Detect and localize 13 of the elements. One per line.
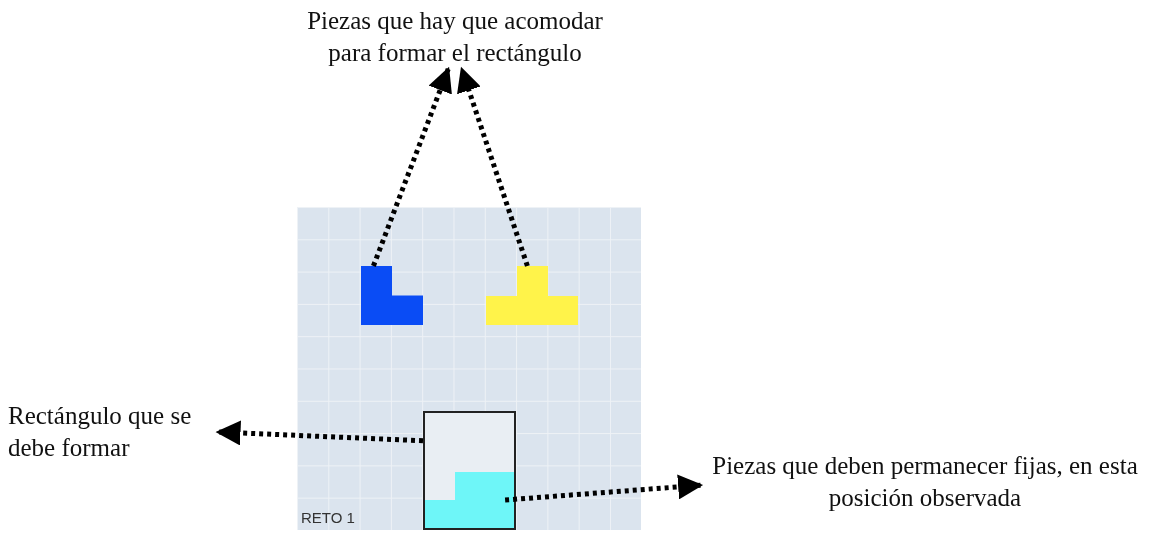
- fixed-piece: [425, 472, 514, 528]
- board-label: RETO 1: [301, 509, 355, 526]
- dotted-arrow: [457, 66, 530, 267]
- target-rectangle: [423, 411, 516, 530]
- dotted-arrow: [371, 66, 452, 267]
- puzzle-piece: [486, 266, 578, 325]
- puzzle-board: [297, 207, 641, 530]
- puzzle-piece: [361, 266, 423, 325]
- dotted-arrow: [504, 474, 704, 503]
- dotted-arrow: [215, 420, 424, 446]
- callout-text: Piezas que deben permanecer fijas, en esta posición observada: [705, 450, 1145, 514]
- callout-text: Piezas que hay que acomodar para formar el rectángulo: [285, 5, 625, 69]
- callout-text: Rectángulo que se debe formar: [8, 400, 208, 464]
